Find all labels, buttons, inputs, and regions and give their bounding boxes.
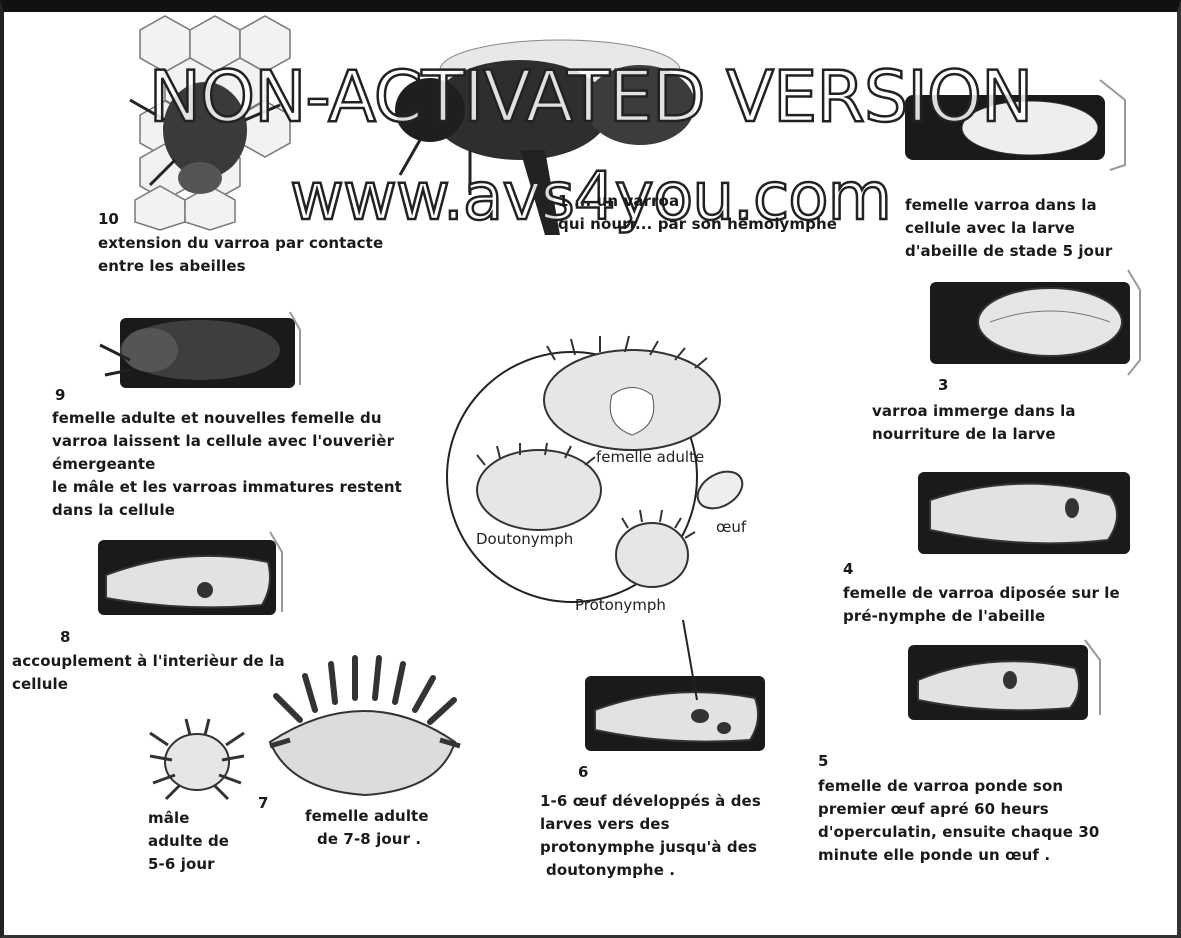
cell-nymphs xyxy=(585,676,765,751)
caption-step-3-line-1: varroa immerge dans la xyxy=(872,400,1076,423)
caption-step-7-female: femelle adulte de 7-8 jour . xyxy=(305,805,429,851)
caption-step-3-line-2: nourriture de la larve xyxy=(872,423,1076,446)
caption-step-9: femelle adulte et nouvelles femelle du v… xyxy=(52,407,402,522)
caption-step-9-line-4: le mâle et les varroas immatures restent xyxy=(52,476,402,499)
caption-step-10-line-1: extension du varroa par contacte xyxy=(98,232,383,255)
caption-step-6-line-4: doutonymphe . xyxy=(540,859,761,882)
caption-step-6-line-3: protonymphe jusqu'à des xyxy=(540,836,761,859)
watermark-line-1: NON-ACTIVATED VERSION xyxy=(0,58,1181,136)
label-egg: œuf xyxy=(716,518,746,536)
caption-step-6-line-1: 1-6 œuf développés à des xyxy=(540,790,761,813)
cell-mating xyxy=(98,532,282,615)
egg-shape xyxy=(691,464,749,516)
caption-step-4-line-2: pré-nymphe de l'abeille xyxy=(843,605,1120,628)
step-number-10: 10 xyxy=(98,210,119,228)
caption-step-3: varroa immerge dans la nourriture de la … xyxy=(872,400,1076,446)
caption-step-5-line-4: minute elle ponde un œuf . xyxy=(818,844,1099,867)
step-number-7: 7 xyxy=(258,794,268,812)
step-number-8: 8 xyxy=(60,628,70,646)
caption-step-10-line-2: entre les abeilles xyxy=(98,255,383,278)
caption-step-7-female-line-2: de 7-8 jour . xyxy=(305,828,429,851)
caption-step-5-line-3: d'operculatin, ensuite chaque 30 xyxy=(818,821,1099,844)
caption-step-9-line-1: femelle adulte et nouvelles femelle du xyxy=(52,407,402,430)
caption-step-2-line-2: cellule avec la larve xyxy=(905,217,1112,240)
caption-step-2-line-3: d'abeille de stade 5 jour xyxy=(905,240,1112,263)
cell-emerging-bee xyxy=(100,312,300,388)
label-protonymph: Protonymph xyxy=(575,596,666,614)
cell-first-egg xyxy=(908,640,1100,720)
caption-step-2-line-1: femelle varroa dans la xyxy=(905,194,1112,217)
caption-step-4-line-1: femelle de varroa diposée sur le xyxy=(843,582,1120,605)
step-number-4: 4 xyxy=(843,560,853,578)
caption-step-1-line-2: qui nourr... par son hémolymphe xyxy=(558,213,837,236)
caption-step-9-line-5: dans la cellule xyxy=(52,499,402,522)
caption-step-7-male-line-2: adulte de xyxy=(148,830,229,853)
caption-step-9-line-2: varroa laissent la cellule avec l'ouveri… xyxy=(52,430,402,453)
caption-step-7-female-line-1: femelle adulte xyxy=(305,805,429,828)
caption-step-1-line-1: 1 ... un varroa xyxy=(558,190,837,213)
mite-stages-circle xyxy=(447,336,749,700)
caption-step-8: accouplement à l'interièur de la cellule xyxy=(12,650,285,696)
adult-female-mite-large xyxy=(270,658,460,795)
protonymph-mite xyxy=(616,523,688,587)
caption-step-1: 1 ... un varroa qui nourr... par son hém… xyxy=(558,190,837,236)
caption-step-4: femelle de varroa diposée sur le pré-nym… xyxy=(843,582,1120,628)
caption-step-8-line-1: accouplement à l'interièur de la xyxy=(12,650,285,673)
caption-step-5-line-1: femelle de varroa ponde son xyxy=(818,775,1099,798)
cell-prenymph xyxy=(918,472,1130,554)
label-deutonymph: Doutonymph xyxy=(476,530,573,548)
caption-step-2: femelle varroa dans la cellule avec la l… xyxy=(905,194,1112,263)
caption-step-5: femelle de varroa ponde son premier œuf … xyxy=(818,775,1099,867)
caption-step-7-male: mâle adulte de 5-6 jour xyxy=(148,807,229,876)
caption-step-10: extension du varroa par contacte entre l… xyxy=(98,232,383,278)
caption-step-7-male-line-1: mâle xyxy=(148,807,229,830)
male-mite xyxy=(150,719,244,799)
caption-step-6-line-2: larves vers des xyxy=(540,813,761,836)
deutonymph-mite xyxy=(477,450,601,530)
caption-step-5-line-2: premier œuf apré 60 heurs xyxy=(818,798,1099,821)
step-number-9: 9 xyxy=(55,386,65,404)
caption-step-6: 1-6 œuf développés à des larves vers des… xyxy=(540,790,761,882)
step-number-3: 3 xyxy=(938,376,948,394)
caption-step-8-line-2: cellule xyxy=(12,673,285,696)
caption-step-9-line-3: émergeante xyxy=(52,453,402,476)
step-number-6: 6 xyxy=(578,763,588,781)
caption-step-7-male-line-3: 5-6 jour xyxy=(148,853,229,876)
cell-larva-immersed xyxy=(930,270,1140,375)
label-adult-female: femelle adulte xyxy=(596,448,704,466)
step-number-5: 5 xyxy=(818,752,828,770)
